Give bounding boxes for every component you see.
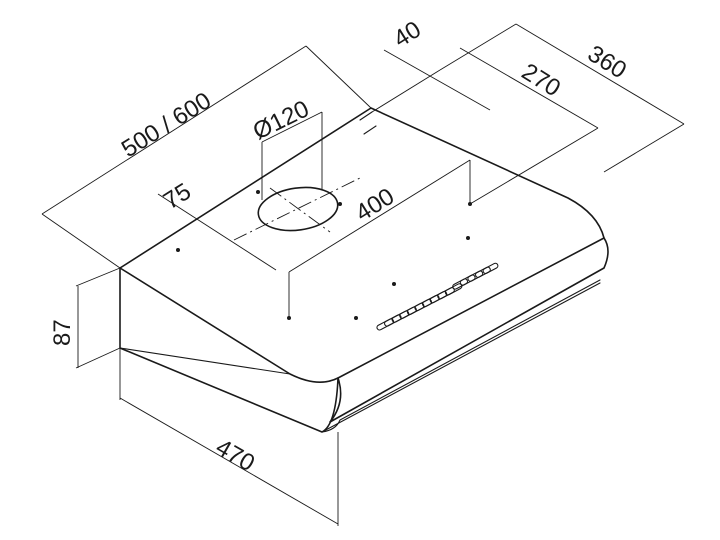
front-curve-inner <box>321 279 601 433</box>
vent-slot <box>459 274 476 286</box>
offset-label: 75 <box>159 178 196 215</box>
front-curve <box>329 237 609 423</box>
top-panel <box>119 107 605 383</box>
depth-label: 470 <box>211 434 259 477</box>
height-label: 87 <box>49 319 76 346</box>
rear-offset-label: 40 <box>389 16 426 53</box>
outlet-hole <box>233 177 361 241</box>
diameter-label: Ø120 <box>249 95 314 145</box>
front-bottom-edge <box>321 282 601 433</box>
mounting-holes <box>176 190 472 320</box>
hood-body <box>119 107 609 433</box>
dimension-depth: 470 <box>119 348 339 526</box>
side-panel-edge <box>119 347 291 375</box>
vent-slot <box>475 266 491 278</box>
spacing-label: 400 <box>351 183 399 227</box>
vent-slot <box>467 270 484 282</box>
dimension-hole-depth-total: 360 <box>515 23 685 173</box>
dimension-height: 87 <box>49 267 121 369</box>
vent-slot <box>452 278 469 290</box>
dimension-rear-offset: 40 <box>371 16 491 113</box>
vent-slot <box>482 262 499 274</box>
dimension-hole-spacing: 400 <box>288 159 471 318</box>
dimension-hole-depth: 270 <box>439 23 599 205</box>
width-label: 500 / 600 <box>117 87 216 163</box>
hole-depth-label: 270 <box>517 58 565 102</box>
vent-slots-left <box>376 283 463 331</box>
side-panel <box>119 267 339 433</box>
rear-notch <box>359 111 377 135</box>
dimension-outlet-diameter: Ø120 <box>249 95 323 200</box>
hole-depth-total-label: 360 <box>583 40 631 84</box>
vent-slots-right <box>452 262 499 290</box>
